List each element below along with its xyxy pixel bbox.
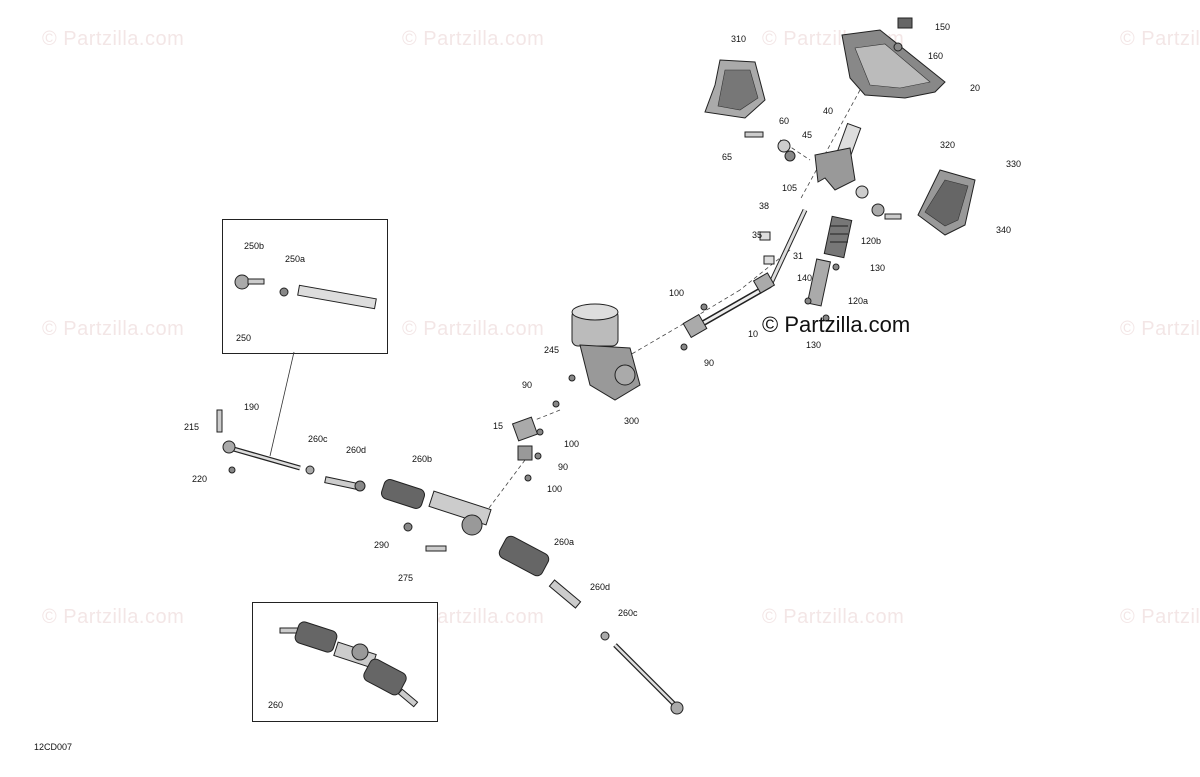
inset-label-250: 250 bbox=[236, 333, 252, 343]
callout-label: 220 bbox=[192, 474, 208, 484]
callout-label: 275 bbox=[398, 573, 414, 583]
watermark: © Partzilla.com bbox=[42, 28, 185, 50]
watermark: © Partzilla.com bbox=[1120, 28, 1200, 50]
damper-120b bbox=[804, 215, 853, 322]
watermark: © Partzilla.com bbox=[402, 318, 545, 340]
callout-label: 90 bbox=[704, 358, 715, 368]
callout-label: 260d bbox=[346, 445, 367, 455]
inset-label-250a: 250a bbox=[285, 254, 306, 264]
wheel-cap bbox=[897, 17, 913, 29]
callout-label: 340 bbox=[996, 225, 1012, 235]
callout-label: 190 bbox=[244, 402, 260, 412]
callout-label: 140 bbox=[797, 273, 813, 283]
callout-label: 260b bbox=[412, 454, 433, 464]
column-bracket bbox=[744, 122, 902, 220]
callout-label: 260a bbox=[554, 537, 575, 547]
callout-label: 31 bbox=[793, 251, 804, 261]
callout-label: 120a bbox=[848, 296, 869, 306]
callout-label: 90 bbox=[522, 380, 533, 390]
intermediate-shaft-10 bbox=[680, 272, 776, 351]
inset-260-art bbox=[279, 621, 419, 708]
inset-label-250b: 250b bbox=[244, 241, 265, 251]
callout-label: 245 bbox=[544, 345, 560, 355]
callout-label: 60 bbox=[779, 116, 790, 126]
callout-label: 38 bbox=[759, 201, 770, 211]
inset-box-260 bbox=[252, 602, 438, 722]
watermark: © Partzilla.com bbox=[42, 606, 185, 628]
callout-label: 320 bbox=[940, 140, 956, 150]
watermark: © Partzilla.com bbox=[42, 318, 185, 340]
callout-label: 35 bbox=[752, 230, 763, 240]
callout-label: 130 bbox=[806, 340, 822, 350]
callout-label: 260d bbox=[590, 582, 611, 592]
watermark: © Partzilla.com bbox=[1120, 318, 1200, 340]
callout-label: 45 bbox=[802, 130, 813, 140]
callout-label: 260c bbox=[308, 434, 328, 444]
inset-leader-line bbox=[269, 351, 295, 457]
callout-label: 20 bbox=[970, 83, 981, 93]
callout-label: 330 bbox=[1006, 159, 1022, 169]
callout-label: 40 bbox=[823, 106, 834, 116]
callout-label: 130 bbox=[870, 263, 886, 273]
callout-label: 290 bbox=[374, 540, 390, 550]
steering-wheel bbox=[841, 17, 946, 99]
watermark: © Partzilla.com bbox=[402, 28, 545, 50]
callout-label: 105 bbox=[782, 183, 798, 193]
callout-label: 300 bbox=[624, 416, 640, 426]
cover-320 bbox=[917, 169, 976, 236]
power-steering-unit-300 bbox=[568, 303, 641, 401]
callout-label: 310 bbox=[731, 34, 747, 44]
watermark: © Partzilla.com bbox=[1120, 606, 1200, 628]
callout-label: 90 bbox=[558, 462, 569, 472]
diagram-code: 12CD007 bbox=[34, 742, 73, 752]
callout-label: 260c bbox=[618, 608, 638, 618]
callout-label: 100 bbox=[547, 484, 563, 494]
brand-watermark: © Partzilla.com bbox=[762, 312, 911, 337]
callout-label: 100 bbox=[669, 288, 685, 298]
steering-rack bbox=[216, 409, 684, 715]
steering-shaft bbox=[759, 208, 808, 287]
callout-label: 160 bbox=[928, 51, 944, 61]
callout-label: 150 bbox=[935, 22, 951, 32]
callout-label: 65 bbox=[722, 152, 733, 162]
cover-310 bbox=[704, 59, 766, 119]
callout-label: 100 bbox=[564, 439, 580, 449]
inset-250-art bbox=[234, 274, 377, 310]
callout-label: 120b bbox=[861, 236, 882, 246]
callout-label: 215 bbox=[184, 422, 200, 432]
inset-label-260: 260 bbox=[268, 700, 284, 710]
callout-label: 10 bbox=[748, 329, 759, 339]
u-joint-15 bbox=[511, 400, 560, 482]
watermark: © Partzilla.com bbox=[762, 606, 905, 628]
callout-label: 15 bbox=[493, 421, 504, 431]
